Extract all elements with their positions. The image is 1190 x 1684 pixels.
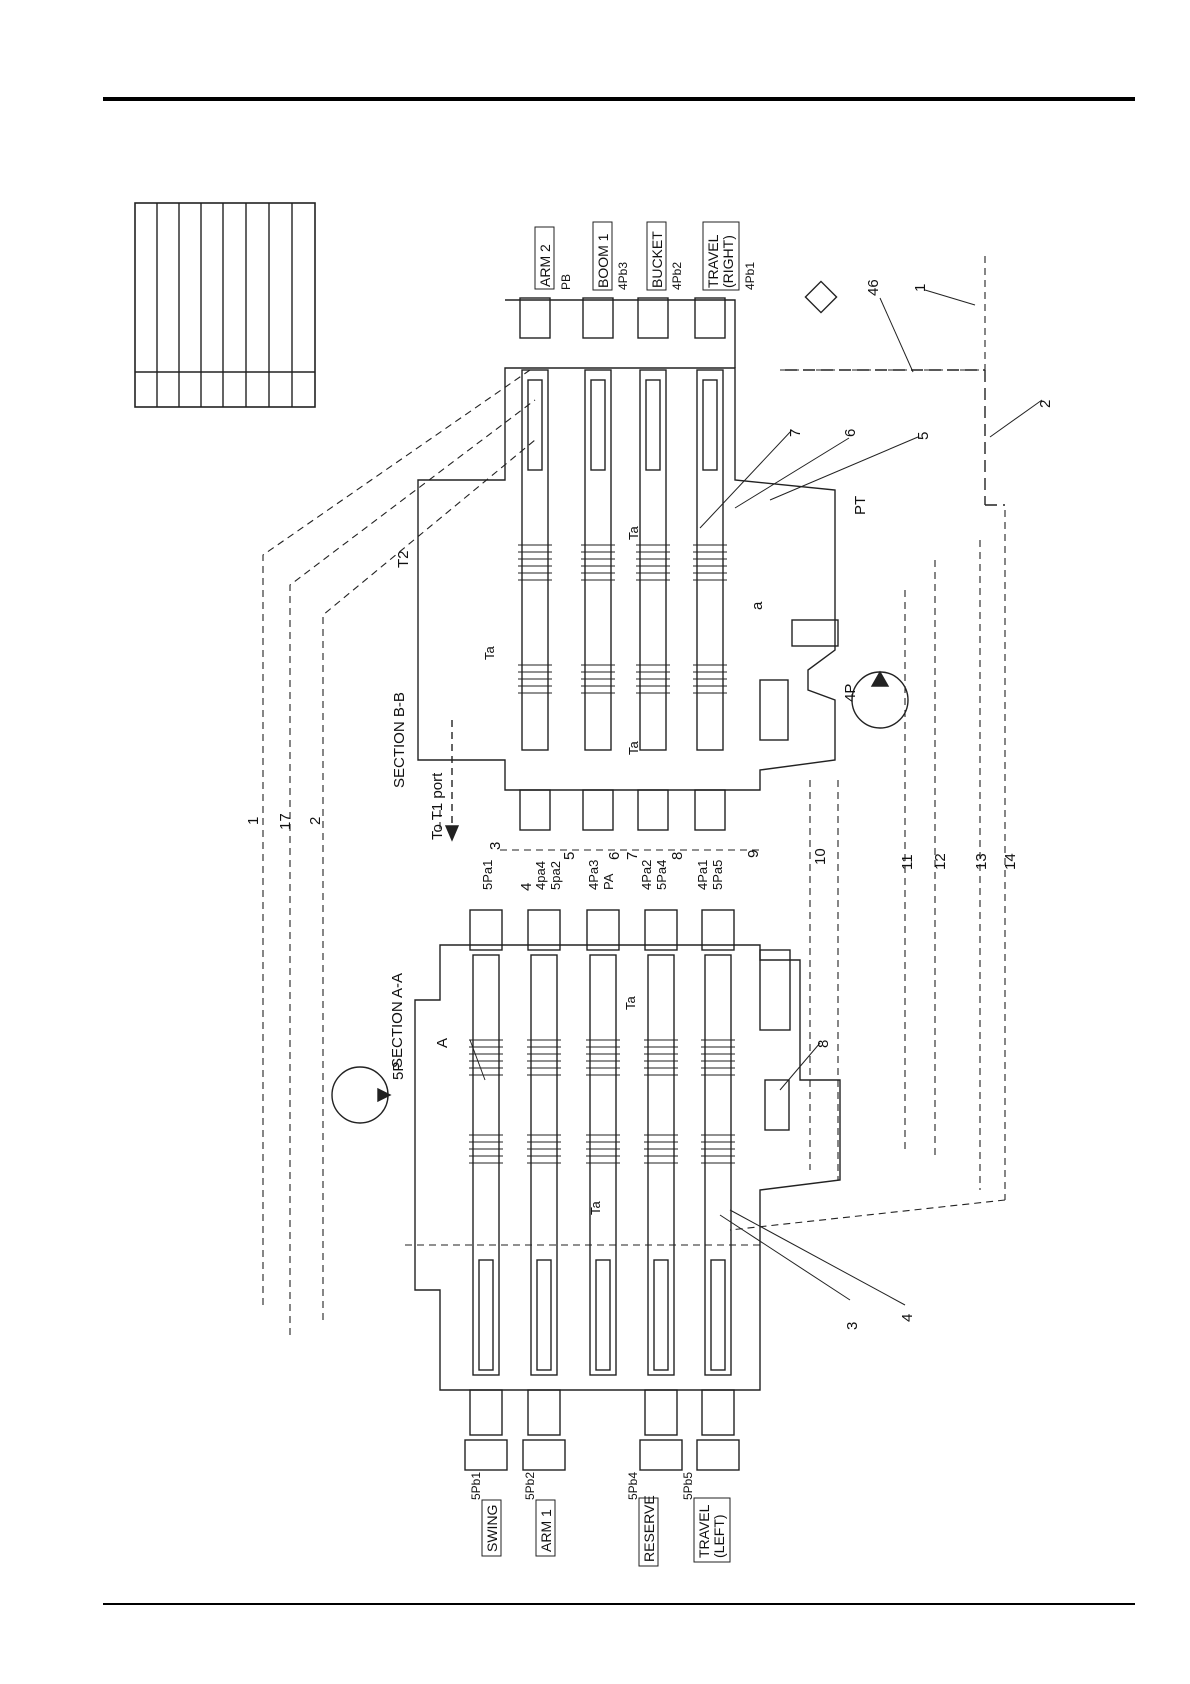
callout-17: 17 bbox=[277, 813, 294, 830]
code-5pa1: 5Pa1 bbox=[480, 860, 495, 890]
code-4pa1: 4Pa1 bbox=[695, 860, 710, 890]
spools-a-a bbox=[473, 955, 731, 1375]
travel-right-code: 4Pb1 bbox=[743, 262, 757, 290]
section-a-a-body bbox=[415, 910, 840, 1470]
arm2-label: ARM 2 bbox=[537, 244, 553, 287]
port-pt-label: PT bbox=[852, 496, 869, 515]
callout-2-left: 2 bbox=[307, 817, 324, 825]
to-t1-arrow-head bbox=[446, 826, 458, 840]
callout-1-left: 1 bbox=[245, 817, 262, 825]
callout-12: 12 bbox=[932, 853, 949, 870]
port-ta-label-4: Ta bbox=[623, 996, 638, 1011]
callout-14: 14 bbox=[1002, 853, 1019, 870]
callout-11: 11 bbox=[899, 854, 916, 870]
tank-line bbox=[785, 370, 1005, 505]
callout-4-bottom: 4 bbox=[899, 1314, 916, 1322]
section-a-a-label: SECTION A-A bbox=[389, 973, 406, 1068]
code-4pa3: 4Pa3 bbox=[586, 860, 601, 890]
code-5pa5: 5Pa5 bbox=[710, 860, 725, 890]
callout-8-mid: 8 bbox=[669, 852, 686, 860]
arm1-code: 5Pb2 bbox=[523, 1472, 537, 1500]
boom1-label: BOOM 1 bbox=[595, 233, 611, 288]
callout-5-top: 5 bbox=[915, 432, 932, 440]
arm1-label: ARM 1 bbox=[538, 1509, 554, 1552]
callout-2-top: 2 bbox=[1037, 400, 1054, 408]
code-pa: PA bbox=[601, 873, 616, 890]
swing-code: 5Pb1 bbox=[469, 1472, 483, 1500]
port-ta-label-1: Ta bbox=[482, 646, 497, 661]
main-relief-valve bbox=[760, 950, 790, 1030]
callout-13: 13 bbox=[973, 853, 990, 870]
travel-left-code: 5Pb5 bbox=[681, 1472, 695, 1500]
legend-table bbox=[135, 203, 315, 407]
bucket-code: 4Pb2 bbox=[670, 262, 684, 290]
callout-8-right: 8 bbox=[815, 1040, 832, 1048]
port-t2-label: T2 bbox=[395, 550, 412, 568]
callout-10: 10 bbox=[812, 848, 829, 865]
to-t1-port-label: To T1 port bbox=[429, 772, 446, 840]
callout-7-mid: 7 bbox=[624, 852, 641, 860]
spools-b-b bbox=[522, 370, 723, 750]
port-ta-label-5: Ta bbox=[588, 1201, 603, 1216]
port-5p-label: 5P bbox=[390, 1062, 407, 1080]
filter-symbol bbox=[805, 281, 836, 312]
callout-6-top: 6 bbox=[842, 429, 859, 437]
bucket-label: BUCKET bbox=[649, 231, 665, 288]
callout-7-top: 7 bbox=[787, 429, 804, 437]
check-valve-b bbox=[792, 620, 838, 646]
reserve-code: 5Pb4 bbox=[626, 1472, 640, 1500]
spring-coils-b-b bbox=[518, 545, 727, 693]
port-ta-label-3: Ta bbox=[626, 741, 641, 756]
pilot-lines bbox=[263, 255, 1005, 1335]
travel-left-label: TRAVEL(LEFT) bbox=[696, 1504, 727, 1558]
code-4pa4: 4pa4 bbox=[533, 861, 548, 890]
callout-1-top: 1 bbox=[912, 284, 929, 292]
port-a-upper-label: A bbox=[434, 1038, 451, 1048]
callout-46: 46 bbox=[865, 279, 882, 296]
code-5pa2: 5pa2 bbox=[548, 861, 563, 890]
reserve-label: RESERVE bbox=[641, 1495, 657, 1562]
code-5pa4: 5Pa4 bbox=[654, 860, 669, 890]
callout-5-mid: 5 bbox=[561, 852, 578, 860]
port-a-lower-label: a bbox=[749, 601, 766, 610]
leader-lines bbox=[470, 290, 1042, 1305]
swing-label: SWING bbox=[484, 1505, 500, 1552]
callout-4-mid: 4 bbox=[518, 883, 535, 891]
port-4p-label: 4P bbox=[842, 684, 859, 702]
code-4pa2: 4Pa2 bbox=[639, 860, 654, 890]
port-ta-label-2: Ta bbox=[626, 526, 641, 541]
section-b-b-label: SECTION B-B bbox=[391, 692, 408, 788]
callout-9: 9 bbox=[745, 850, 762, 858]
callout-6-mid: 6 bbox=[606, 852, 623, 860]
pump-4p-arrow bbox=[872, 672, 888, 686]
main-relief-valve-b bbox=[760, 680, 788, 740]
callout-3-bottom: 3 bbox=[844, 1322, 861, 1330]
arm2-code: PB bbox=[559, 274, 573, 290]
boom1-code: 4Pb3 bbox=[616, 262, 630, 290]
callout-3-mid: 3 bbox=[487, 842, 504, 850]
travel-right-label: TRAVEL(RIGHT) bbox=[705, 234, 736, 288]
spring-coils-a-a bbox=[469, 1040, 735, 1163]
relief-valve-8 bbox=[765, 1080, 789, 1130]
